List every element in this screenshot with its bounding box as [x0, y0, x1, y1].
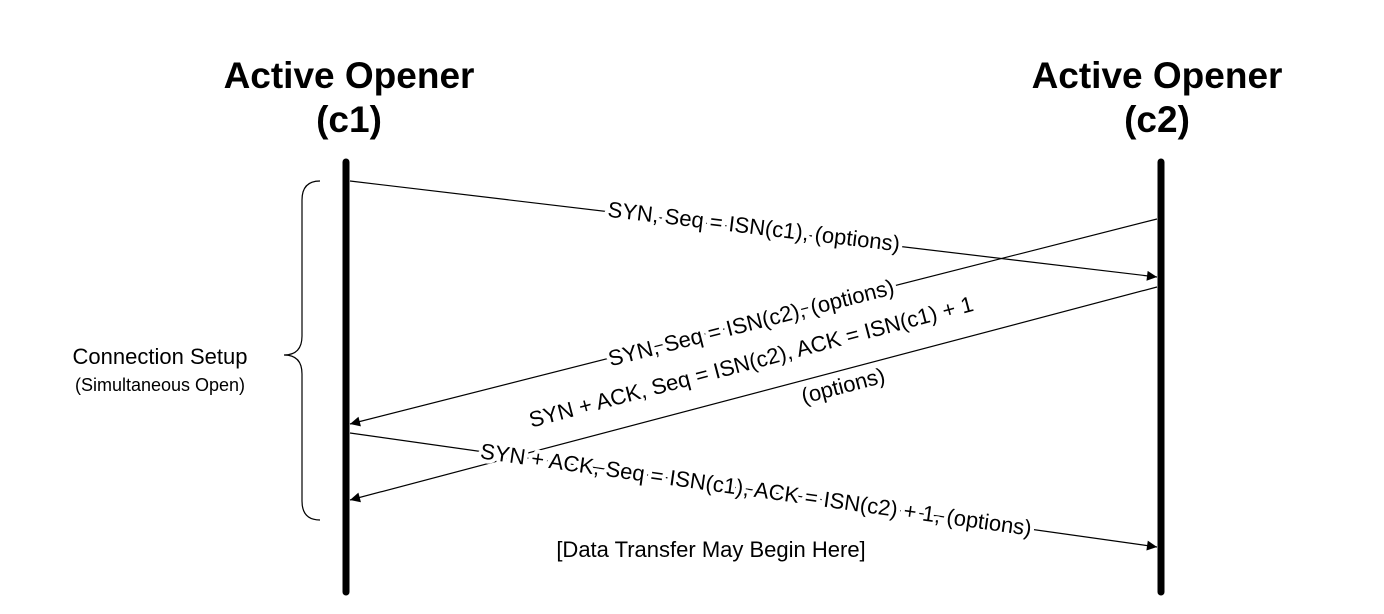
phase-sublabel: (Simultaneous Open) — [75, 375, 245, 395]
participant-c1-name: Active Opener — [223, 55, 475, 96]
participant-c2-title: Active Opener (c2) — [977, 54, 1337, 142]
phase-label: Connection Setup — [73, 344, 248, 369]
data-transfer-note: [Data Transfer May Begin Here] — [556, 537, 865, 562]
phase-brace — [283, 180, 321, 521]
participant-c1-title: Active Opener (c1) — [169, 54, 529, 142]
arrow-syn-c2 — [349, 218, 1158, 427]
message-syn-c1: SYN, Seq = ISN(c1), (options) — [606, 197, 901, 257]
arrow-synack-c2 — [349, 286, 1158, 503]
arrow-syn-c1 — [349, 180, 1158, 281]
arrow-synack-c1 — [349, 432, 1158, 551]
participant-c2-id: (c2) — [1124, 99, 1190, 140]
participant-c2-name: Active Opener — [1031, 55, 1283, 96]
participant-c1-id: (c1) — [316, 99, 382, 140]
message-synack-c1: SYN + ACK, Seq = ISN(c1), ACK = ISN(c2) … — [479, 438, 1033, 540]
